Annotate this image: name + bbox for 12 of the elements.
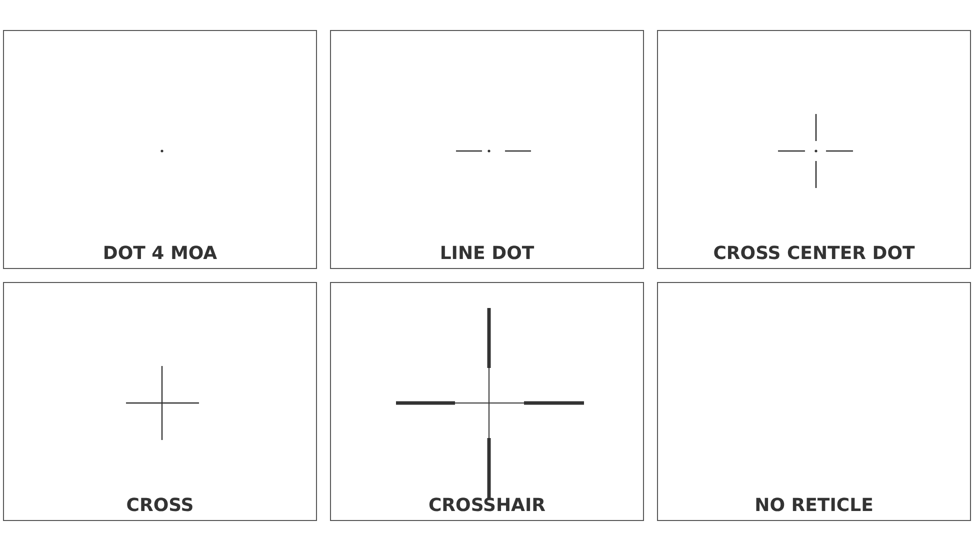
reticle-panel <box>657 282 971 521</box>
reticle-label: NO RETICLE <box>754 495 874 516</box>
reticle-label: CROSS <box>125 495 195 516</box>
reticle-label: CROSSHAIR <box>427 495 547 516</box>
reticle-panel <box>330 282 644 521</box>
reticle-panel <box>3 30 317 269</box>
reticle-panel <box>3 282 317 521</box>
reticle-panel <box>657 30 971 269</box>
reticle-panel <box>330 30 644 269</box>
reticle-label: DOT 4 MOA <box>102 243 218 264</box>
reticle-label: CROSS CENTER DOT <box>712 243 916 264</box>
reticle-label: LINE DOT <box>438 243 536 264</box>
